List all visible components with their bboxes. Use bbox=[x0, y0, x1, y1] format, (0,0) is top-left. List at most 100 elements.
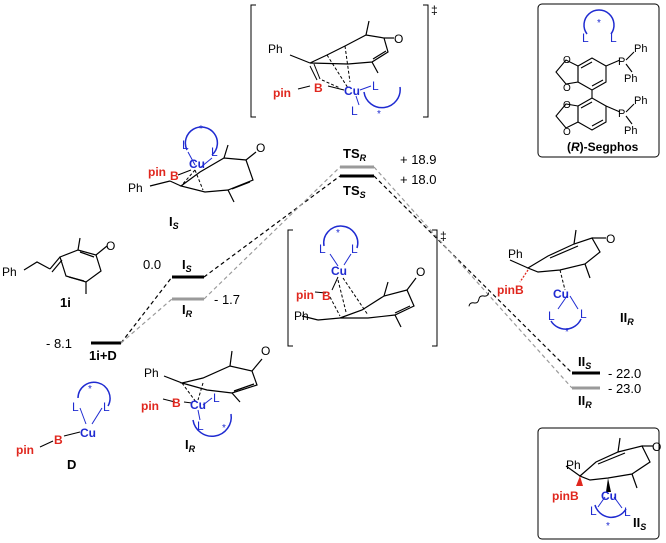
name-label-1i-D: 1i+D bbox=[89, 348, 117, 363]
pin-label-D: pin bbox=[16, 443, 34, 457]
copper-label-D: Cu bbox=[80, 426, 96, 440]
structure-1i bbox=[23, 237, 108, 294]
ligand-L-left-I-R: L bbox=[197, 419, 204, 433]
name-label-I-S: IS bbox=[182, 257, 192, 274]
segphos-O-4: O bbox=[563, 127, 571, 138]
segphos-O-1: O bbox=[563, 55, 571, 66]
star-I-R: * bbox=[222, 423, 226, 434]
segphos-Ph-4: Ph bbox=[624, 125, 637, 137]
pinB-label-II-R: pinB bbox=[497, 283, 524, 297]
copper-label-TS-S: Cu bbox=[331, 264, 347, 278]
segphos-P-lower: P bbox=[618, 108, 625, 120]
oxygen-label-II-R: O bbox=[606, 232, 615, 246]
segphos-title: (R)-Segphos bbox=[567, 140, 639, 154]
star-II-S: * bbox=[606, 521, 610, 532]
pin-label-I-R: pin bbox=[141, 399, 159, 413]
structure-TS-S bbox=[287, 225, 438, 347]
label-D: D bbox=[67, 457, 76, 472]
ligand-L-left-TS-S: L bbox=[319, 242, 326, 256]
ligand-box-L-left: L bbox=[582, 31, 589, 45]
segphos-structure bbox=[555, 51, 635, 131]
name-label-TS-R: TSR bbox=[343, 146, 367, 163]
oxygen-label-TS-R: O bbox=[394, 32, 403, 46]
ligand-L-right-I-R: L bbox=[213, 391, 220, 405]
segphos-P-upper: P bbox=[618, 56, 625, 68]
pin-label-TS-R: pin bbox=[273, 86, 291, 100]
ph-label-TS-S: Ph bbox=[294, 309, 309, 323]
name-label-II-S: IIS bbox=[578, 354, 591, 371]
oxygen-label-1i: O bbox=[106, 239, 115, 253]
segphos-O-3: O bbox=[563, 100, 571, 111]
ph-label-II-R: Ph bbox=[508, 247, 523, 261]
oxygen-label-I-S: O bbox=[256, 141, 265, 155]
pin-label-I-S: pin bbox=[148, 165, 166, 179]
star-I-S: * bbox=[199, 124, 203, 135]
ligand-L-right-D: L bbox=[103, 400, 110, 414]
ph-label-II-S: Ph bbox=[566, 458, 581, 472]
value-label-I-S: 0.0 bbox=[143, 257, 161, 272]
box-II-S bbox=[537, 427, 660, 540]
ligand-L-right-TS-R: L bbox=[372, 79, 379, 93]
boron-label-I-S: B bbox=[170, 169, 179, 183]
boron-label-TS-R: B bbox=[314, 81, 323, 95]
ligand-L-left-TS-R: L bbox=[351, 104, 358, 118]
pathway-R bbox=[120, 166, 573, 389]
ligand-box-star: * bbox=[597, 18, 601, 29]
copper-label-TS-R: Cu bbox=[344, 84, 360, 98]
ligand-L-left-II-R: L bbox=[548, 309, 555, 323]
value-label-1i-D: - 8.1 bbox=[46, 336, 72, 351]
ligand-L-right-II-R: L bbox=[580, 307, 587, 321]
axis-break-icon bbox=[468, 292, 490, 307]
star-II-R: * bbox=[565, 327, 569, 338]
value-label-TS-S: + 18.0 bbox=[400, 172, 437, 187]
ph-label-I-R: Ph bbox=[144, 366, 159, 380]
oxygen-label-I-R: O bbox=[261, 344, 270, 358]
copper-label-II-S: Cu bbox=[601, 489, 617, 503]
segphos-Ph-3: Ph bbox=[634, 95, 647, 107]
value-label-I-R: - 1.7 bbox=[214, 292, 240, 307]
name-label-struct-II-S: IIS bbox=[633, 515, 646, 532]
ligand-box-L-right: L bbox=[610, 31, 617, 45]
structure-II-S bbox=[565, 437, 653, 519]
star-TS-R: * bbox=[377, 109, 381, 120]
pin-label-TS-S: pin bbox=[296, 288, 314, 302]
ligand-L-right-II-S: L bbox=[624, 505, 631, 519]
structure-TS-R bbox=[250, 4, 429, 118]
label-1i: 1i bbox=[60, 295, 71, 310]
ph-label-1i: Ph bbox=[2, 265, 17, 279]
boron-label-D: B bbox=[54, 433, 63, 447]
oxygen-label-II-S: O bbox=[652, 440, 661, 454]
structure-II-R bbox=[509, 229, 606, 330]
ligand-L-left-II-S: L bbox=[590, 504, 597, 518]
name-label-TS-S: TSS bbox=[343, 183, 366, 200]
ligand-L-left-I-S: L bbox=[182, 138, 189, 152]
pathway-S bbox=[120, 175, 573, 374]
name-label-struct-II-R: IIR bbox=[620, 310, 634, 327]
star-D: * bbox=[88, 384, 92, 395]
star-TS-S: * bbox=[336, 228, 340, 239]
oxygen-label-TS-S: O bbox=[416, 265, 425, 279]
structure-I-S bbox=[149, 126, 257, 203]
boron-label-TS-S: B bbox=[322, 289, 331, 303]
ph-label-I-S: Ph bbox=[128, 181, 143, 195]
ligand-box bbox=[537, 3, 660, 158]
value-label-II-S: - 22.0 bbox=[608, 366, 641, 381]
dagger-TS-S: ‡ bbox=[440, 229, 447, 243]
structure-D bbox=[39, 381, 111, 448]
ligand-arc-icon bbox=[583, 9, 615, 35]
ligand-L-left-D: L bbox=[72, 400, 79, 414]
ligand-L-right-I-S: L bbox=[211, 145, 218, 159]
segphos-Ph-1: Ph bbox=[634, 43, 647, 55]
value-label-TS-R: + 18.9 bbox=[400, 152, 437, 167]
name-label-I-R: IR bbox=[182, 302, 193, 319]
copper-label-I-S: Cu bbox=[189, 157, 205, 171]
name-label-II-R: IIR bbox=[578, 393, 592, 410]
copper-label-I-R: Cu bbox=[190, 398, 206, 412]
value-label-II-R: - 23.0 bbox=[608, 381, 641, 396]
dagger-TS-R: ‡ bbox=[431, 3, 438, 17]
name-label-struct-I-R: IR bbox=[185, 437, 196, 454]
structure-I-R bbox=[162, 350, 263, 437]
copper-label-II-R: Cu bbox=[553, 287, 569, 301]
name-label-struct-I-S: IS bbox=[169, 214, 179, 231]
